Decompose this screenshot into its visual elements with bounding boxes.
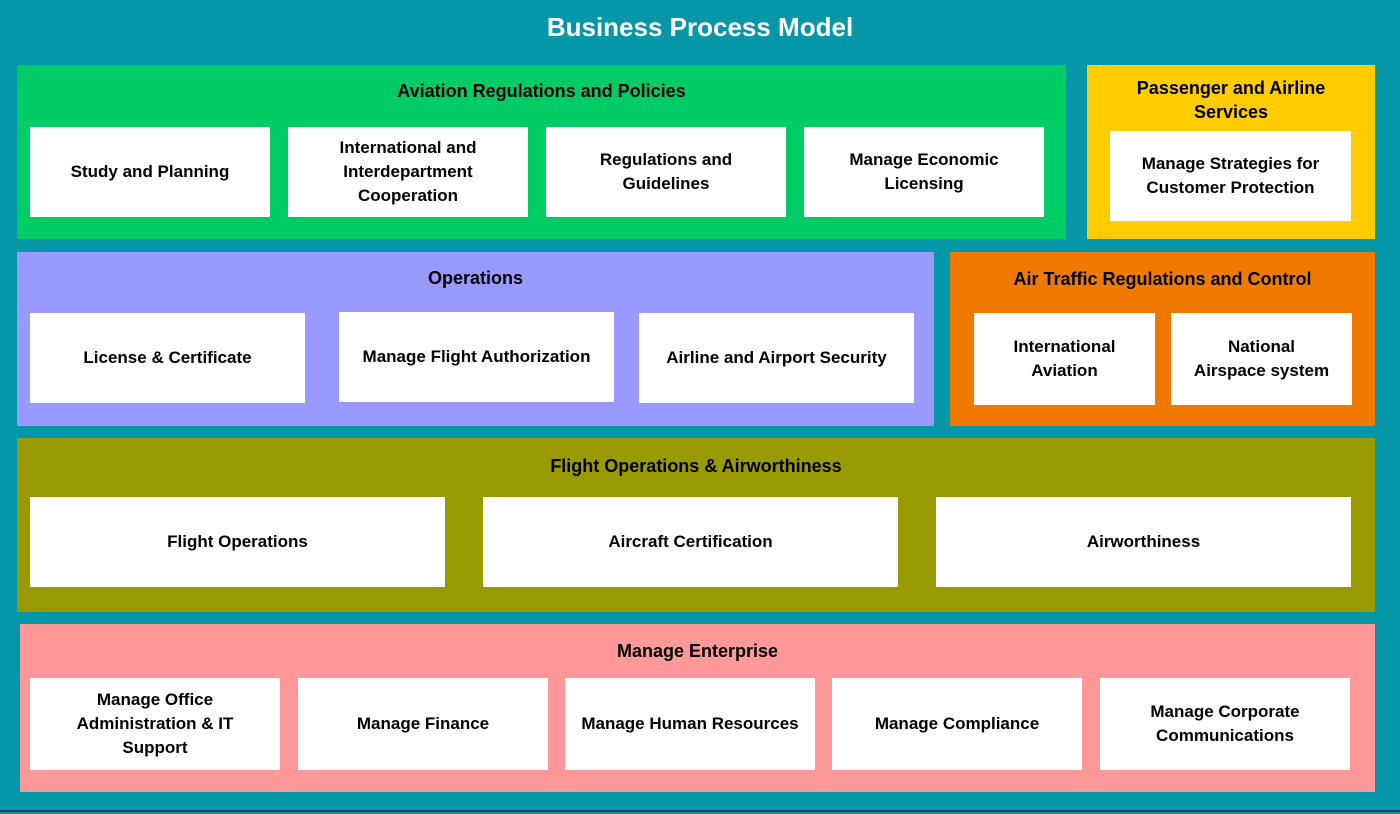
- bottom-border-line: [0, 810, 1400, 812]
- group-title-passenger-services: Passenger and Airline Services: [1136, 78, 1326, 122]
- group-title-operations: Operations: [427, 268, 524, 288]
- box-human-resources: Manage Human Resources: [565, 678, 815, 770]
- group-aviation-regulations: Aviation Regulations and Policies Study …: [17, 65, 1066, 239]
- group-title-aviation-regulations: Aviation Regulations and Policies: [397, 81, 686, 101]
- group-title-manage-enterprise: Manage Enterprise: [616, 641, 779, 661]
- box-manage-economic-licensing: Manage Economic Licensing: [804, 127, 1044, 217]
- box-flight-operations: Flight Operations: [30, 497, 445, 587]
- box-corporate-communications: Manage Corporate Communications: [1100, 678, 1350, 770]
- box-manage-compliance: Manage Compliance: [832, 678, 1082, 770]
- box-customer-protection: Manage Strategies for Customer Protectio…: [1110, 131, 1351, 221]
- box-manage-finance: Manage Finance: [298, 678, 548, 770]
- box-international-cooperation: International and Interdepartment Cooper…: [288, 127, 528, 217]
- box-aircraft-certification: Aircraft Certification: [483, 497, 898, 587]
- group-passenger-airline-services: Passenger and Airline Services Manage St…: [1087, 65, 1375, 239]
- box-study-and-planning: Study and Planning: [30, 127, 270, 217]
- box-license-certificate: License & Certificate: [30, 313, 305, 403]
- box-national-airspace: National Airspace system: [1171, 313, 1352, 405]
- group-operations: Operations License & Certificate Manage …: [17, 252, 934, 426]
- group-air-traffic-control: Air Traffic Regulations and Control Inte…: [950, 252, 1375, 426]
- group-manage-enterprise: Manage Enterprise Manage Office Administ…: [20, 624, 1375, 792]
- box-international-aviation: International Aviation: [974, 313, 1155, 405]
- box-office-administration: Manage Office Administration & IT Suppor…: [30, 678, 280, 770]
- group-title-air-traffic: Air Traffic Regulations and Control: [1013, 269, 1312, 289]
- box-flight-authorization: Manage Flight Authorization: [339, 312, 614, 402]
- group-flight-operations-airworthiness: Flight Operations & Airworthiness Flight…: [17, 438, 1375, 612]
- group-title-flight-operations: Flight Operations & Airworthiness: [550, 456, 842, 476]
- box-regulations-guidelines: Regulations and Guidelines: [546, 127, 786, 217]
- box-airworthiness: Airworthiness: [936, 497, 1351, 587]
- diagram-title: Business Process Model: [546, 12, 854, 42]
- box-airline-airport-security: Airline and Airport Security: [639, 313, 914, 403]
